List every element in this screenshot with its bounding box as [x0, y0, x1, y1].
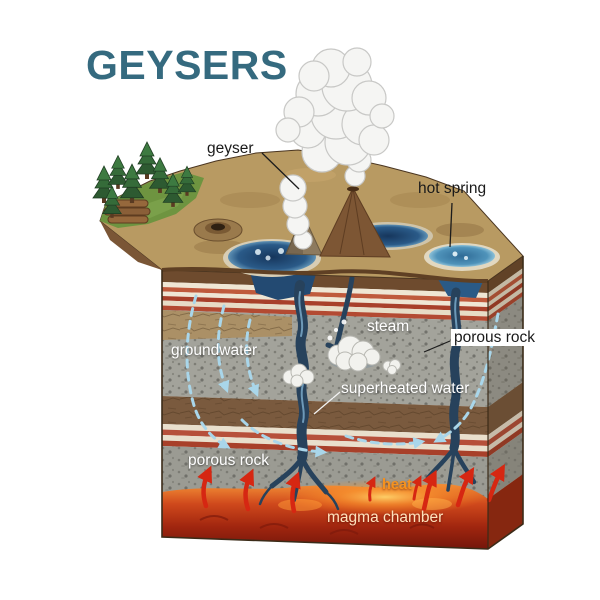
label-groundwater: groundwater: [171, 342, 258, 359]
terrain-surface: [92, 141, 524, 284]
label-porous-rock-left: porous rock: [188, 452, 269, 469]
label-geyser: geyser: [207, 140, 254, 157]
crater: [193, 218, 243, 242]
label-heat: heat: [382, 477, 412, 493]
volcano-cone: [319, 186, 391, 258]
front-face-strata: [162, 270, 488, 505]
steam-plume: [275, 47, 395, 250]
magma-chamber: [162, 479, 488, 549]
steam-pockets: [282, 319, 401, 388]
label-porous-rock-right: porous rock: [451, 329, 538, 347]
label-magma-chamber: magma chamber: [327, 509, 444, 526]
porous-rock-leader-line: [423, 340, 451, 353]
page-title: GEYSERS: [86, 42, 288, 88]
hot-spring-pool: [424, 243, 500, 271]
label-steam: steam: [367, 318, 410, 335]
label-hot-spring: hot spring: [418, 180, 487, 197]
label-superheated-water: superheated water: [341, 380, 470, 397]
superheated-water-leader-line: [313, 391, 341, 415]
right-face-strata: [488, 256, 523, 549]
block-outline: [161, 256, 524, 550]
heat-arrows: [197, 463, 505, 514]
leader-lines: [261, 152, 453, 415]
geyser-leader-line: [261, 152, 300, 190]
hot-spring-leader-line: [449, 202, 453, 248]
